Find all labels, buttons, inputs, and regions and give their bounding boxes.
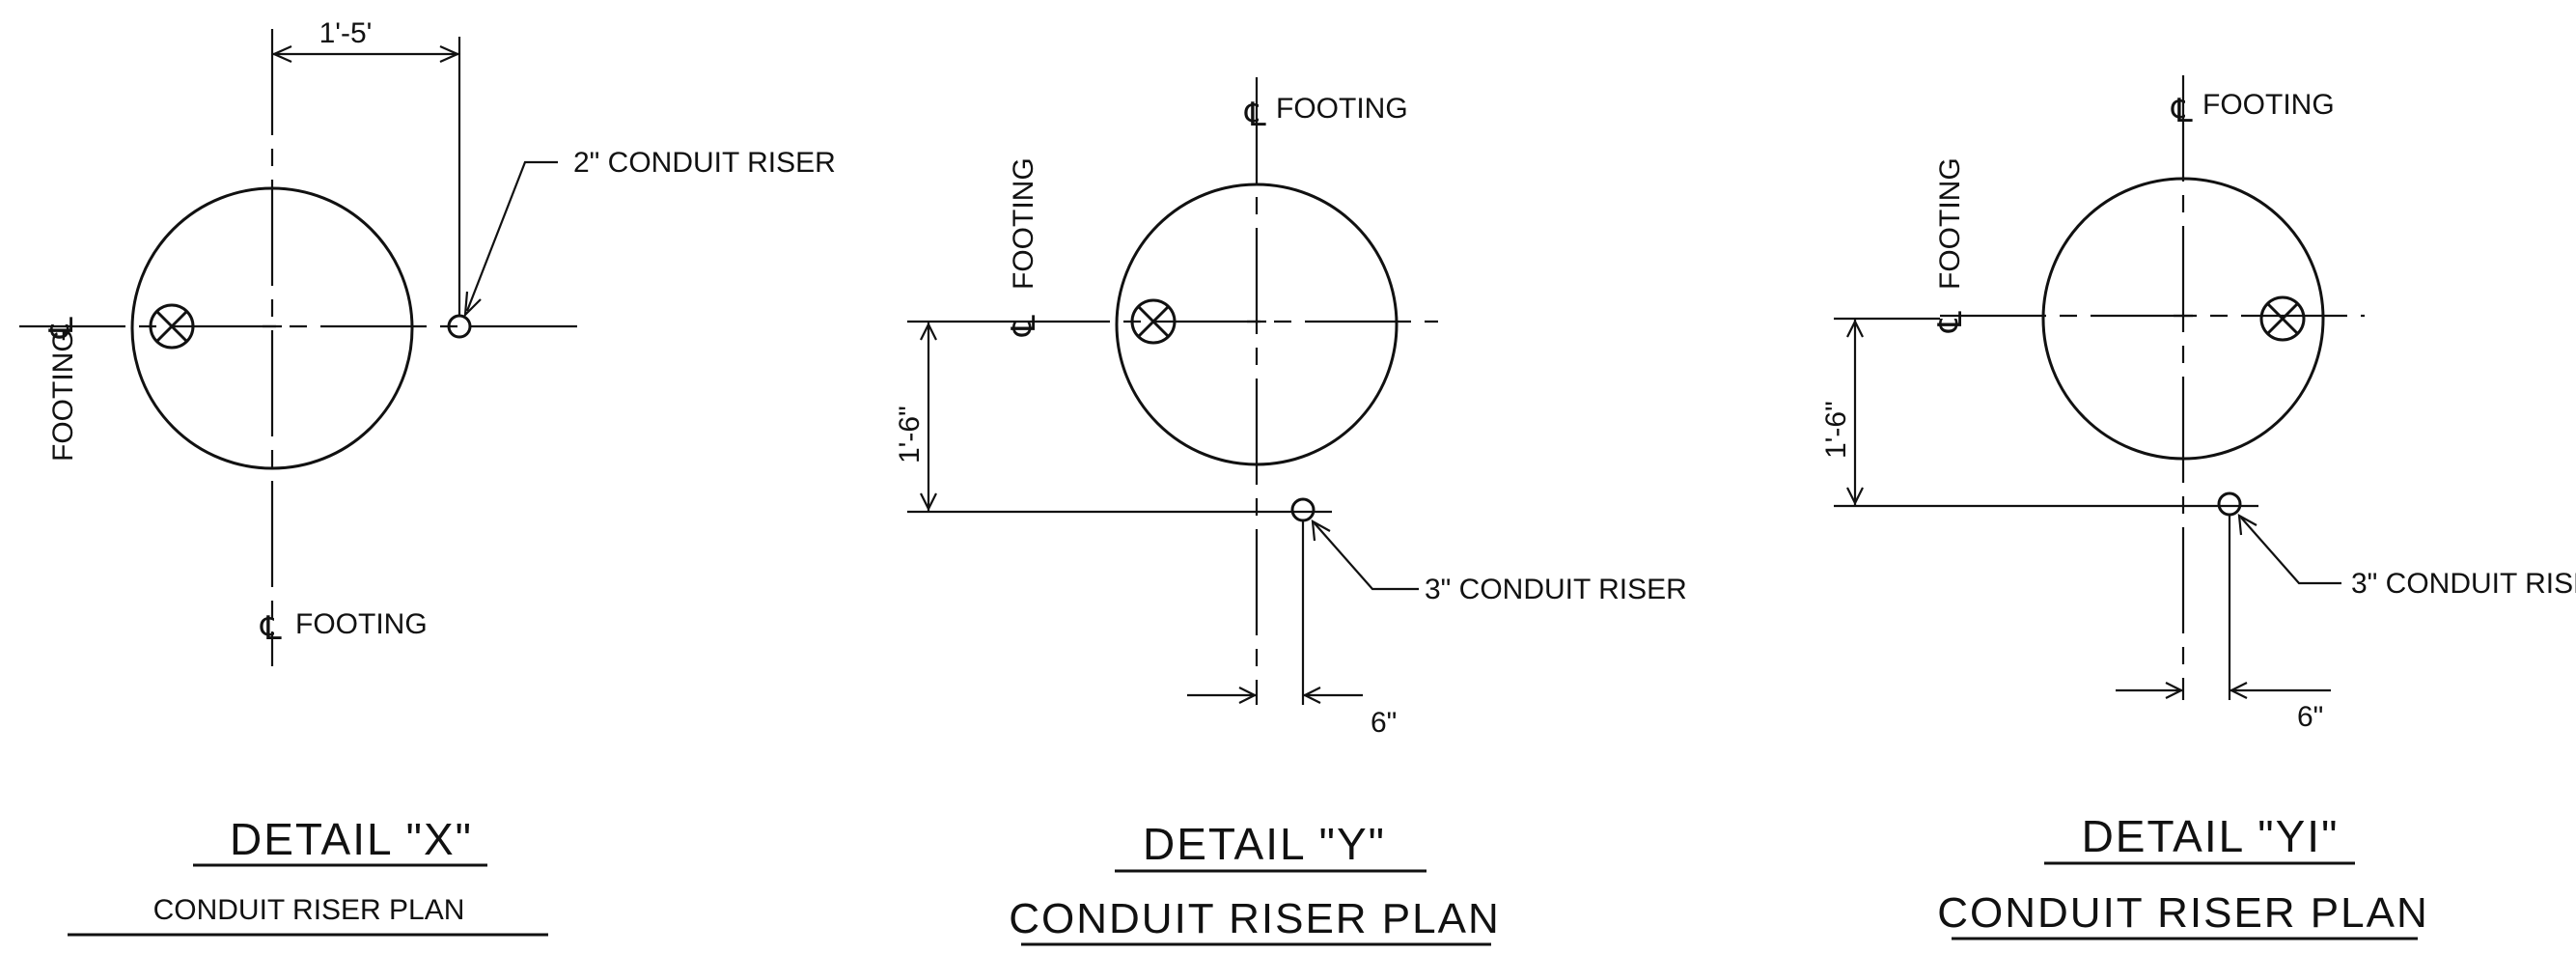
detail-y1-dim-arrow-up (1846, 319, 1864, 338)
detail-y1-dim-offset-arrow-right (2229, 682, 2248, 699)
detail-x-riser-leader-arrow (463, 291, 482, 318)
detail-y1-dim-vertical-label: 1'-6" (1820, 401, 1852, 459)
detail-y1-dim-offset-arrow-left (2165, 682, 2184, 699)
detail-y1-conduit-riser-icon (2217, 491, 2242, 517)
detail-y1-footing-top-label: FOOTING (2202, 89, 2335, 121)
detail-y1-riser-leader-arrow (2237, 514, 2257, 536)
detail-y-dim-arrow-up (920, 322, 937, 341)
detail-y1-riser-leader (2240, 517, 2341, 585)
detail-y-dim-offset-arrow-left (1238, 687, 1258, 704)
detail-x: 1'-5' 2" CONDUIT RISER FOOTING ℄ ℄ FOOTI… (19, 17, 836, 937)
detail-y-subtitle: CONDUIT RISER PLAN (1009, 895, 1501, 942)
detail-y1: 1'-6" FOOTING ℄ ℄ FOOTING 3" CONDUIT RIS… (1820, 75, 2576, 940)
detail-y1-centerline-top-icon: ℄ (2171, 92, 2193, 130)
detail-x-centerline-left-icon: ℄ (42, 317, 81, 339)
detail-y-crossed-circle-icon (1130, 298, 1177, 345)
detail-y1-crossed-circle-icon (2259, 295, 2306, 342)
detail-x-crossed-circle-icon (149, 303, 195, 350)
detail-y-conduit-riser-icon (1290, 497, 1316, 522)
detail-x-footing-left-label: FOOTING (47, 329, 79, 462)
detail-y-footing-left-label: FOOTING (1008, 157, 1039, 290)
detail-x-dim-arrow-right (439, 44, 460, 64)
detail-y1-title: DETAIL "YI" (2082, 811, 2340, 861)
detail-y-centerline-top-icon: ℄ (1244, 96, 1266, 134)
detail-y-riser-leader-arrow (1311, 519, 1331, 542)
detail-x-centerline-bottom-icon: ℄ (260, 609, 282, 648)
detail-y-riser-leader (1314, 522, 1419, 591)
detail-y1-riser-label: 3" CONDUIT RISER (2351, 568, 2576, 600)
detail-y1-footing-left-label: FOOTING (1934, 157, 1966, 290)
detail-y-dim-vertical-label: 1'-6" (894, 406, 926, 463)
detail-x-riser-leader (465, 160, 558, 312)
detail-y-footing-top-label: FOOTING (1276, 93, 1408, 125)
detail-x-dim-top-label: 1'-5' (319, 17, 373, 49)
detail-y1-subtitle: CONDUIT RISER PLAN (1937, 889, 2429, 937)
detail-y-riser-label: 3" CONDUIT RISER (1425, 574, 1687, 605)
detail-y-centerline-left-icon: ℄ (1005, 315, 1043, 337)
detail-y-title: DETAIL "Y" (1143, 819, 1386, 869)
detail-x-riser-label: 2" CONDUIT RISER (573, 147, 836, 179)
detail-x-subtitle: CONDUIT RISER PLAN (153, 894, 465, 926)
detail-x-title: DETAIL "X" (230, 814, 473, 864)
detail-x-dim-arrow-left (271, 44, 292, 64)
detail-y1-centerline-left-icon: ℄ (1931, 311, 1970, 333)
detail-y: 1'-6" FOOTING ℄ ℄ FOOTING 3" CONDUIT RIS… (894, 77, 1687, 946)
detail-x-footing-bottom-label: FOOTING (295, 608, 428, 640)
detail-y-dim-arrow-down (920, 492, 937, 512)
detail-y1-dim-offset-label: 6" (2297, 701, 2323, 733)
detail-y-dim-offset-arrow-right (1302, 687, 1321, 704)
detail-y1-dim-arrow-down (1846, 487, 1864, 506)
detail-y-dim-offset-label: 6" (1371, 707, 1397, 739)
